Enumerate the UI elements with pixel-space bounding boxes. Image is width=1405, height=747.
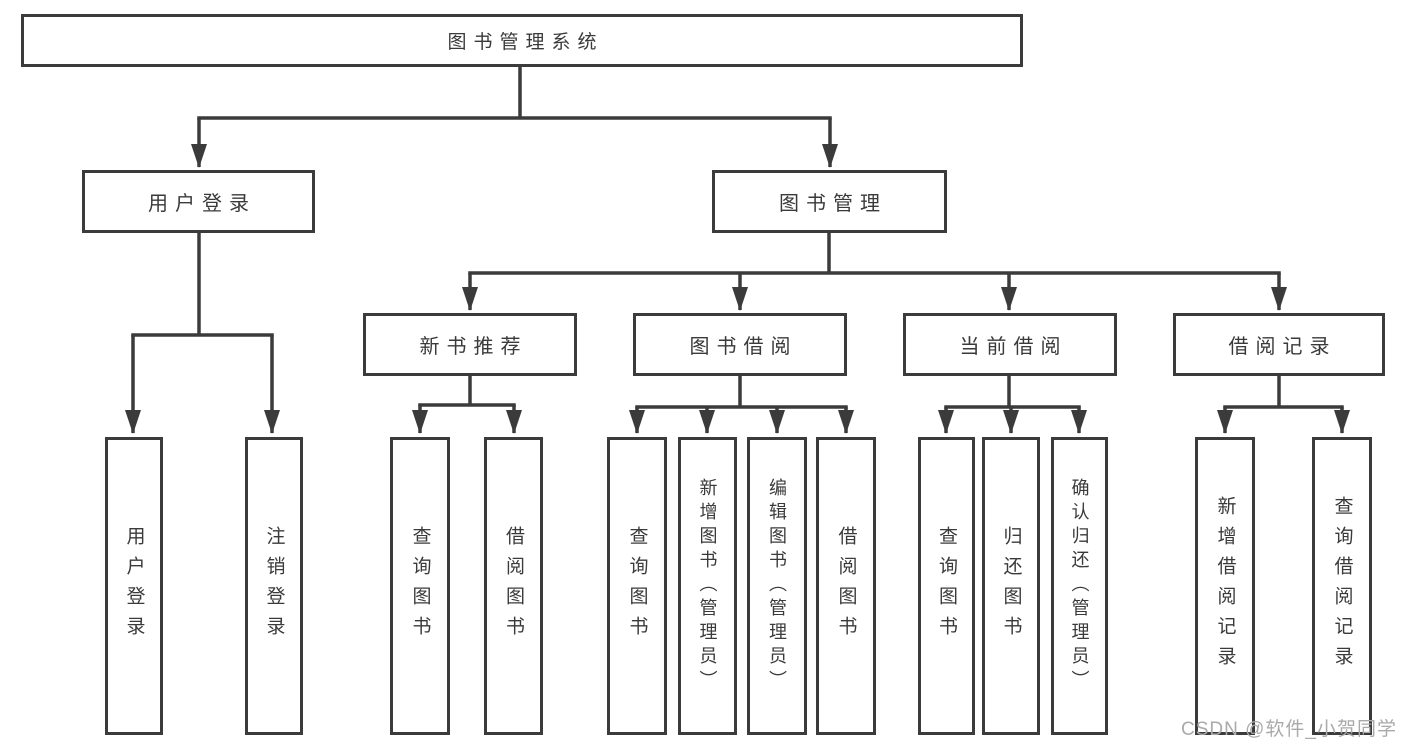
- leaf-query-borrow-record: 查询借阅记录: [1312, 437, 1372, 735]
- leaf-add-borrow-record: 新增借阅记录: [1195, 437, 1255, 735]
- leaf-query-book-2: 查询图书: [607, 437, 667, 735]
- node-borrow-record: 借阅记录: [1173, 313, 1385, 376]
- csdn-watermark: CSDN @软件_小贺同学: [1181, 719, 1397, 740]
- leaf-edit-book-admin: 编辑图书（管理员）: [747, 437, 807, 735]
- leaf-label: 新增图书（管理员）: [697, 478, 718, 694]
- leaf-query-book-1: 查询图书: [390, 437, 450, 735]
- leaf-label: 查询图书: [409, 526, 431, 646]
- leaf-label: 借阅图书: [835, 526, 857, 646]
- leaf-return-book: 归还图书: [982, 437, 1040, 735]
- node-book-borrow: 图书借阅: [633, 313, 847, 376]
- node-book-management: 图书管理: [712, 170, 947, 233]
- leaf-label: 确认归还（管理员）: [1069, 478, 1090, 694]
- leaf-label: 查询图书: [626, 526, 648, 646]
- leaf-label: 查询借阅记录: [1331, 496, 1353, 676]
- leaf-label: 借阅图书: [503, 526, 524, 646]
- leaf-label: 归还图书: [1000, 526, 1022, 646]
- leaf-label: 新增借阅记录: [1214, 496, 1236, 676]
- leaf-logout: 注销登录: [245, 437, 303, 735]
- leaf-borrow-book-2: 借阅图书: [816, 437, 876, 735]
- leaf-label: 查询图书: [936, 526, 957, 646]
- node-current-borrow: 当前借阅: [903, 313, 1117, 376]
- node-new-book-recommend: 新书推荐: [363, 313, 577, 376]
- node-user-login: 用户登录: [82, 170, 315, 233]
- leaf-query-book-3: 查询图书: [918, 437, 975, 735]
- leaf-label: 编辑图书（管理员）: [767, 478, 787, 694]
- leaf-label: 注销登录: [263, 526, 285, 646]
- node-root-system: 图书管理系统: [21, 14, 1023, 67]
- leaf-confirm-return-admin: 确认归还（管理员）: [1051, 437, 1108, 735]
- leaf-add-book-admin: 新增图书（管理员）: [678, 437, 737, 735]
- leaf-borrow-book-1: 借阅图书: [484, 437, 543, 735]
- leaf-label: 用户登录: [123, 526, 145, 646]
- leaf-user-login: 用户登录: [105, 437, 163, 735]
